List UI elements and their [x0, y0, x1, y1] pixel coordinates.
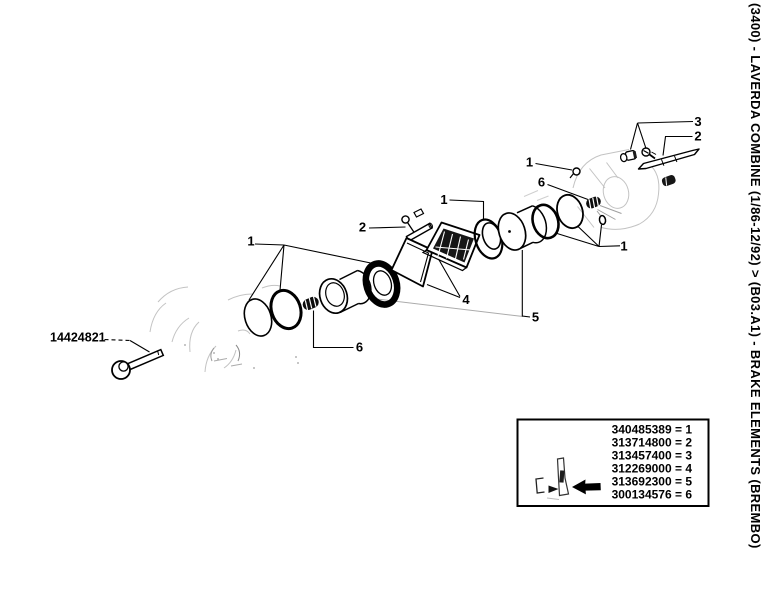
part-number-leader-dashed [104, 338, 131, 342]
callout-seal-kit-right: 1 [555, 224, 628, 254]
pad-pin-clip-part [401, 208, 434, 242]
bleed-screw-part [641, 147, 657, 160]
part-number-label-group: 14424821 [50, 331, 150, 353]
brake-pad-friction [421, 221, 481, 272]
small-clip-part [569, 167, 581, 179]
svg-text:5: 5 [532, 310, 539, 325]
svg-text:1: 1 [620, 239, 627, 254]
legend-box: 340485389 = 1 313714800 = 2 313457400 = … [516, 418, 710, 507]
legend-row: 340485389 = 1 [612, 423, 693, 437]
callout-pad-rod: 2 [662, 129, 702, 156]
callout-clip-top: 1 [526, 155, 573, 171]
svg-text:6: 6 [538, 175, 545, 190]
svg-text:1: 1 [526, 155, 533, 170]
piston-cup-part [318, 269, 372, 315]
callout-retainer-ring: 1 [440, 192, 485, 221]
callout-seal-kit-left: 1 [247, 234, 376, 301]
callout-bleed-screw: 3 [629, 114, 702, 150]
svg-text:1: 1 [247, 234, 254, 249]
coil-spring-left [302, 296, 319, 311]
o-ring-outer-right [556, 193, 584, 230]
coil-spring-right [586, 196, 601, 209]
legend-row: 313692300 = 5 [612, 475, 693, 489]
svg-text:6: 6 [356, 340, 363, 355]
plug-part [661, 175, 676, 187]
callout-brake-pads: 4 [426, 258, 470, 307]
legend-orientation-icon [535, 457, 601, 500]
bleed-cap-part [619, 149, 638, 163]
legend-row: 313714800 = 2 [612, 436, 693, 450]
legend-row: 312269000 = 4 [612, 462, 693, 476]
part-number-leader [129, 340, 150, 353]
legend-row: 300134576 = 6 [612, 488, 693, 502]
caliper-faint-sketch [523, 149, 660, 230]
svg-text:3: 3 [694, 114, 701, 129]
hub-faint-sketch [149, 284, 299, 373]
part-number-label: 14424821 [50, 331, 106, 345]
piston-part [497, 205, 548, 251]
svg-text:4: 4 [462, 292, 470, 307]
callout-spring-right: 6 [538, 175, 589, 201]
svg-text:2: 2 [359, 220, 366, 235]
socket-bolt-part [111, 348, 165, 380]
axis-faint-line [213, 297, 524, 367]
svg-text:1: 1 [440, 192, 447, 207]
catalog-breadcrumb-vertical: (3400) - LAVERDA COMBINE (1/86-12/92) > … [748, 3, 763, 549]
legend-row: 313457400 = 3 [612, 449, 693, 463]
o-ring-inner-right [531, 203, 560, 240]
pad-rod-part [637, 148, 700, 170]
small-seal-ring-part [596, 210, 607, 226]
callout-spring-left: 6 [312, 310, 363, 355]
callout-pad-pin: 2 [359, 220, 406, 235]
svg-text:2: 2 [694, 129, 701, 144]
o-ring-outer-left [243, 298, 273, 337]
o-ring-thick-left [269, 288, 303, 331]
callout-piston: 5 [521, 250, 539, 325]
legend-rows: 340485389 = 1 313714800 = 2 313457400 = … [612, 423, 693, 502]
